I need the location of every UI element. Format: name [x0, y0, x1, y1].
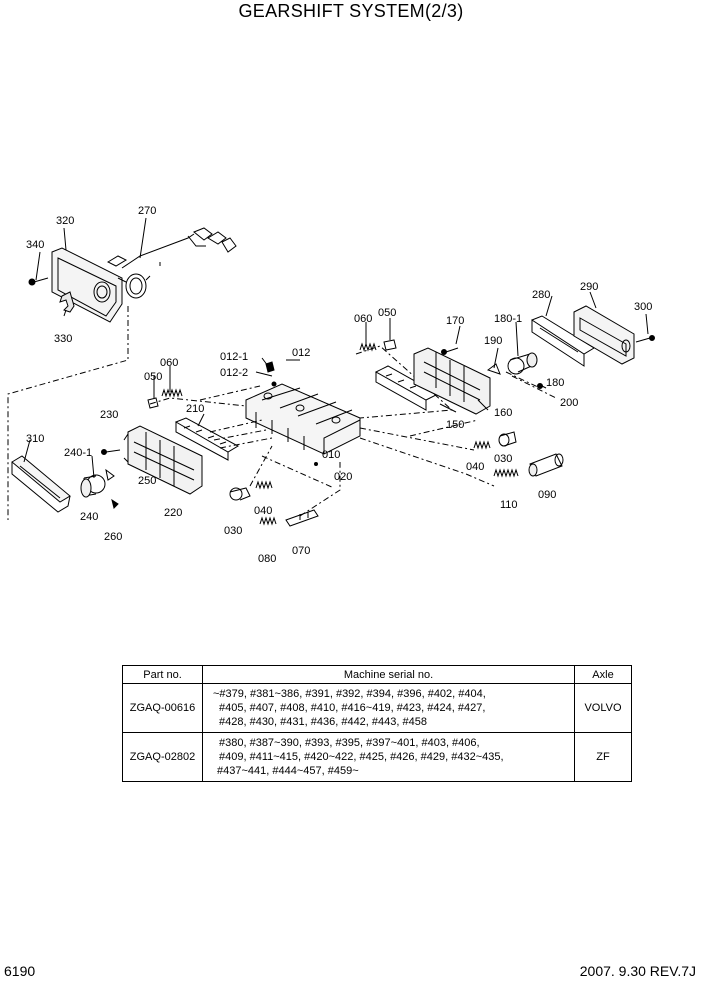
- label-040-right: 040: [466, 461, 484, 473]
- label-220: 220: [164, 507, 182, 519]
- seal-190: [486, 363, 501, 375]
- table-row: ZGAQ-02802 #380, #387~390, #393, #395, #…: [122, 732, 632, 782]
- spring-060-left: [161, 388, 183, 398]
- page-title: GEARSHIFT SYSTEM(2/3): [238, 1, 464, 21]
- label-320: 320: [56, 215, 74, 227]
- label-180: 180: [546, 377, 564, 389]
- serial-cell: #380, #387~390, #393, #395, #397~401, #4…: [202, 732, 575, 782]
- serial-line: #380, #387~390, #393, #395, #397~401, #4…: [219, 737, 480, 749]
- gasket-310: [11, 455, 71, 513]
- revision-date: 2007. 9.30 REV.7J: [579, 963, 696, 979]
- valve-240: [80, 468, 119, 509]
- label-290: 290: [580, 281, 598, 293]
- header-part-no: Part no.: [122, 665, 203, 684]
- label-180-1: 180-1: [494, 313, 522, 325]
- spring-060-right: [359, 342, 377, 352]
- spring-080: [259, 516, 277, 526]
- label-170: 170: [446, 315, 464, 327]
- screw-340: [28, 277, 49, 286]
- housing-220: [123, 425, 203, 495]
- header-serial: Machine serial no.: [202, 665, 575, 684]
- fitting-012: [265, 361, 277, 387]
- label-012-2: 012-2: [220, 367, 248, 379]
- label-300: 300: [634, 301, 652, 313]
- label-110: 110: [500, 499, 518, 511]
- label-240: 240: [80, 511, 98, 523]
- page-code: 6190: [4, 963, 36, 979]
- label-270: 270: [138, 205, 156, 217]
- gasket-210: [174, 417, 240, 461]
- label-060-right: 060: [354, 313, 372, 325]
- serial-table: Part no. Machine serial no. Axle ZGAQ-00…: [122, 665, 632, 782]
- serial-line: ~#379, #381~386, #391, #392, #394, #396,…: [213, 688, 486, 700]
- plug-030-lower: [229, 487, 251, 501]
- serial-line: #437~441, #444~457, #459~: [217, 765, 359, 777]
- screw-300: [635, 335, 655, 343]
- label-080: 080: [258, 553, 276, 565]
- label-020: 020: [334, 471, 352, 483]
- label-030-right: 030: [494, 453, 512, 465]
- valve-body-010: [245, 383, 361, 455]
- label-230: 230: [100, 409, 118, 421]
- part-no-cell: ZGAQ-02802: [122, 732, 203, 782]
- screw-170: [441, 347, 459, 355]
- label-012: 012: [292, 347, 310, 359]
- exploded-parts-diagram: 320 270 340 330 310 240-1 250 240 260 23…: [7, 205, 655, 565]
- label-280: 280: [532, 289, 550, 301]
- label-210: 210: [186, 403, 204, 415]
- part-labels: 320 270 340 330 310 240-1 250 240 260 23…: [26, 205, 652, 565]
- label-150: 150: [446, 419, 464, 431]
- table-header-row: Part no. Machine serial no. Axle: [122, 665, 632, 684]
- label-160: 160: [494, 407, 512, 419]
- label-260: 260: [104, 531, 122, 543]
- connector-sleeve: [117, 273, 151, 299]
- part-no-cell: ZGAQ-00616: [122, 683, 203, 733]
- plug-030-right: [498, 431, 517, 447]
- label-240-1: 240-1: [64, 447, 92, 459]
- label-040-lower: 040: [254, 505, 272, 517]
- sensor-180-1: [507, 352, 538, 375]
- label-050-left: 050: [144, 371, 162, 383]
- label-010: 010: [322, 449, 340, 461]
- cover-290: [573, 305, 635, 365]
- header-axle: Axle: [574, 665, 632, 684]
- spring-110: [493, 468, 519, 478]
- label-200: 200: [560, 397, 578, 409]
- screw-230: [101, 449, 121, 455]
- clip-330: [59, 291, 75, 313]
- label-310: 310: [26, 433, 44, 445]
- serial-cell: ~#379, #381~386, #391, #392, #394, #396,…: [202, 683, 575, 733]
- serial-line: #409, #411~415, #420~422, #425, #426, #4…: [219, 751, 504, 763]
- label-190: 190: [484, 335, 502, 347]
- label-250: 250: [138, 475, 156, 487]
- piston-070: [285, 509, 319, 527]
- plug-050-right: [383, 339, 397, 351]
- label-012-1: 012-1: [220, 351, 248, 363]
- valve-spool-090: [528, 453, 564, 477]
- label-090: 090: [538, 489, 556, 501]
- axle-cell: VOLVO: [574, 683, 632, 733]
- wiring-harness-270: [106, 227, 237, 269]
- axle-cell: ZF: [574, 732, 632, 782]
- spring-040-right: [473, 440, 491, 450]
- label-070: 070: [292, 545, 310, 557]
- label-330: 330: [54, 333, 72, 345]
- screw-200: [537, 383, 547, 389]
- spring-040-lower: [255, 480, 273, 490]
- label-050-right: 050: [378, 307, 396, 319]
- cover-plate-320: [51, 247, 123, 323]
- serial-line: #405, #407, #408, #410, #416~419, #423, …: [219, 702, 486, 714]
- serial-line: #428, #430, #431, #436, #442, #443, #458: [219, 716, 427, 728]
- label-340: 340: [26, 239, 44, 251]
- label-030-lower: 030: [224, 525, 242, 537]
- table-row: ZGAQ-00616 ~#379, #381~386, #391, #392, …: [122, 683, 632, 733]
- housing-160: [413, 347, 491, 415]
- label-060-left: 060: [160, 357, 178, 369]
